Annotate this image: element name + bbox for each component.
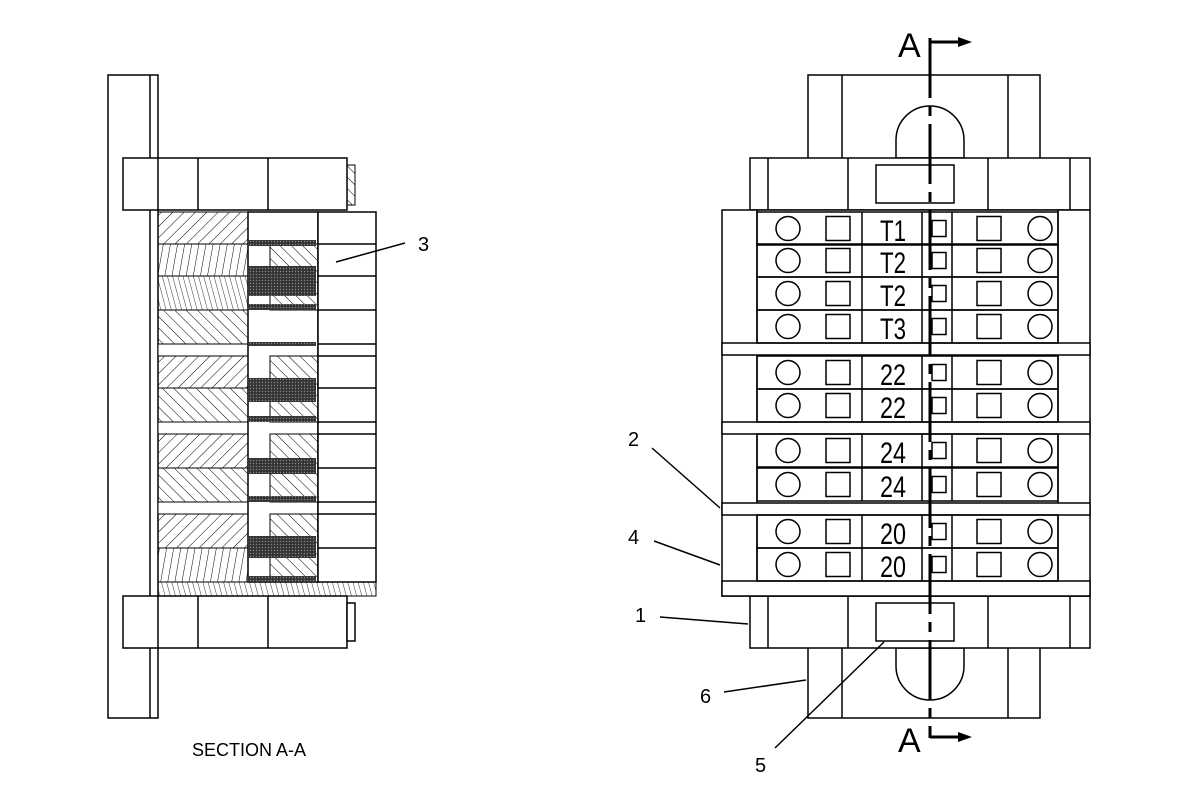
wire-entry-icon[interactable] [825, 518, 851, 545]
leader-1 [659, 616, 749, 625]
screw-hole-icon[interactable] [775, 215, 801, 242]
terminal-row: T3 [756, 309, 1059, 346]
top-end-clamp-section [122, 157, 356, 211]
wire-entry-icon[interactable] [976, 392, 1002, 419]
top-end-clamp [749, 105, 1091, 211]
terminal-marker-label: T2 [880, 280, 906, 313]
terminal-marker-label: 24 [880, 471, 906, 504]
wire-entry-icon[interactable] [976, 437, 1002, 464]
end-stop-label [875, 602, 955, 642]
test-point-icon [931, 363, 947, 382]
terminal-row: 20 [756, 547, 1059, 584]
terminal-row: T2 [756, 276, 1059, 313]
terminal-marker-label: T1 [880, 215, 906, 248]
wire-entry-icon[interactable] [825, 551, 851, 578]
wire-entry-icon[interactable] [825, 215, 851, 242]
separator-plate [721, 502, 1091, 516]
leader-5 [774, 641, 885, 749]
terminal-marker-label: 22 [880, 359, 906, 392]
wire-entry-icon[interactable] [976, 471, 1002, 498]
test-point-icon [931, 475, 947, 494]
end-plate [721, 580, 1091, 597]
wire-entry-icon[interactable] [976, 313, 1002, 340]
terminal-row: 20 [756, 514, 1059, 551]
terminal-marker-label: T2 [880, 247, 906, 280]
section-view: 3 SECTION A-A [107, 74, 429, 760]
leader-4 [653, 540, 721, 566]
test-point-icon [931, 317, 947, 336]
screw-hole-icon[interactable] [1027, 247, 1053, 274]
screw-hole-icon[interactable] [1027, 215, 1053, 242]
terminal-marker-label: T3 [880, 313, 906, 346]
callout-2: 2 [628, 429, 639, 451]
screw-hole-icon[interactable] [775, 247, 801, 274]
wire-entry-icon[interactable] [825, 359, 851, 386]
wire-entry-icon[interactable] [825, 247, 851, 274]
test-point-icon [931, 396, 947, 415]
screw-hole-icon[interactable] [1027, 471, 1053, 498]
wire-entry-icon[interactable] [976, 247, 1002, 274]
test-point-icon [931, 522, 947, 541]
screw-hole-icon[interactable] [775, 471, 801, 498]
screw-hole-icon[interactable] [775, 359, 801, 386]
screw-hole-icon[interactable] [1027, 313, 1053, 340]
screw-hole-icon[interactable] [1027, 518, 1053, 545]
screw-hole-icon[interactable] [1027, 280, 1053, 307]
separator-plate [721, 342, 1091, 356]
bottom-end-clamp [749, 595, 1091, 701]
callout-6: 6 [700, 686, 711, 708]
terminal-row: T1 [756, 211, 1059, 248]
wire-entry-icon[interactable] [976, 518, 1002, 545]
section-marker-top: A [898, 27, 921, 65]
terminal-marker-label: 20 [880, 551, 906, 584]
wire-entry-icon[interactable] [976, 359, 1002, 386]
terminal-stack-section [157, 211, 377, 597]
terminal-marker-label: 22 [880, 392, 906, 425]
leader-6 [723, 679, 807, 693]
screw-hole-icon[interactable] [1027, 392, 1053, 419]
terminal-row: 24 [756, 467, 1059, 504]
screw-hole-icon[interactable] [1027, 437, 1053, 464]
terminal-marker-label: 24 [880, 437, 906, 470]
section-caption: SECTION A-A [192, 740, 306, 760]
test-point-icon [931, 441, 947, 460]
arrow-right-icon [958, 37, 972, 47]
screw-hole-icon[interactable] [775, 392, 801, 419]
wire-entry-icon[interactable] [825, 437, 851, 464]
screw-hole-icon[interactable] [775, 437, 801, 464]
callout-4: 4 [628, 527, 639, 549]
leader-2 [651, 447, 721, 509]
callout-1: 1 [635, 605, 646, 627]
screw-hole-icon[interactable] [1027, 359, 1053, 386]
terminal-row: 22 [756, 388, 1059, 425]
wire-entry-icon[interactable] [825, 280, 851, 307]
screw-hole-icon[interactable] [775, 280, 801, 307]
test-point-icon [931, 219, 947, 238]
screw-hole-icon[interactable] [775, 518, 801, 545]
test-point-icon [931, 555, 947, 574]
wire-entry-icon[interactable] [976, 215, 1002, 242]
test-point-icon [931, 284, 947, 303]
wire-entry-icon[interactable] [825, 471, 851, 498]
terminal-marker-label: 20 [880, 518, 906, 551]
arrow-right-icon [958, 732, 972, 742]
bottom-end-clamp-section [122, 595, 356, 649]
leader-3 [335, 242, 406, 263]
wire-entry-icon[interactable] [976, 551, 1002, 578]
callout-5: 5 [755, 755, 766, 777]
callout-3: 3 [418, 234, 429, 256]
screw-hole-icon[interactable] [1027, 551, 1053, 578]
wire-entry-icon[interactable] [976, 280, 1002, 307]
wire-entry-icon[interactable] [825, 313, 851, 340]
wire-entry-icon[interactable] [825, 392, 851, 419]
screw-hole-icon[interactable] [775, 551, 801, 578]
screw-hole-icon[interactable] [775, 313, 801, 340]
test-point-icon [931, 251, 947, 270]
separator-plate [721, 421, 1091, 435]
terminal-row: 24 [756, 433, 1059, 470]
section-marker-bottom: A [898, 722, 921, 760]
